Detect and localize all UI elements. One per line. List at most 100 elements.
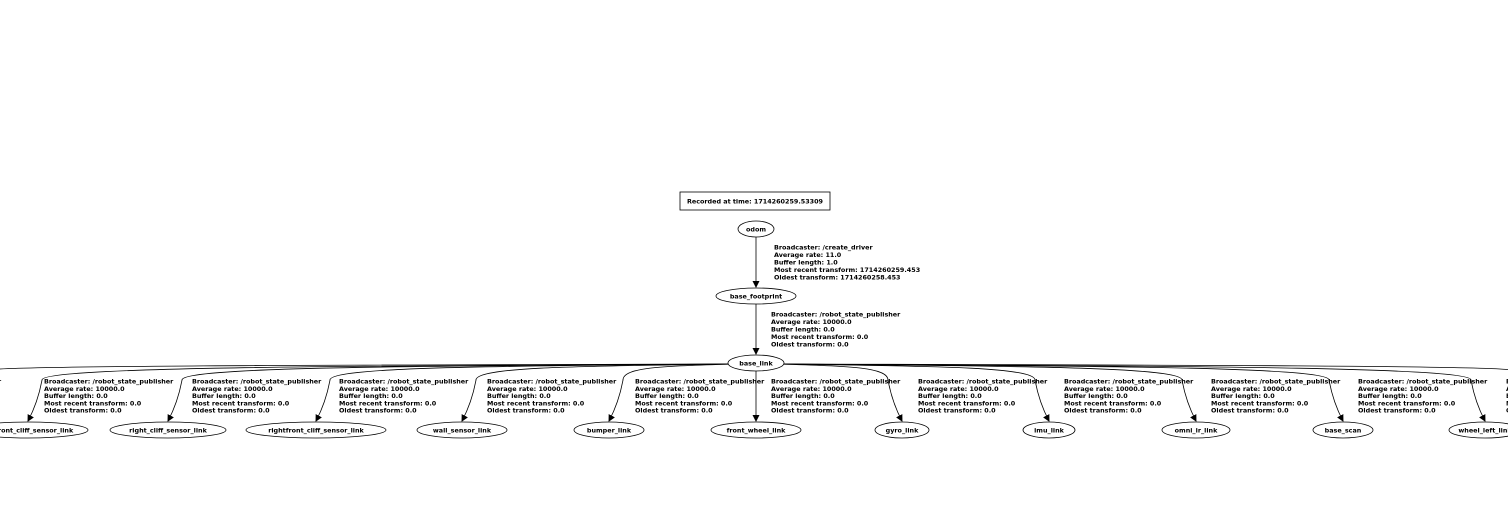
- edge-label-line: Most recent transform: 0.0: [339, 399, 437, 407]
- edge-label-line: Most recent transform: 0.0: [192, 399, 290, 407]
- edge-label-line: Buffer length: 0.0: [635, 392, 699, 400]
- node-right-cliff-sensor-link: [109, 421, 227, 439]
- node-front-wheel-link: [710, 421, 802, 439]
- edge-label-leftfront-cliff-sensor-link: Broadcaster: /robot_state_publisherAvera…: [0, 378, 174, 415]
- edge-label-line: Broadcaster: /robot_state_publisher: [1211, 378, 1341, 386]
- edge-base-link-gyro-link: [775, 363, 903, 422]
- node-bumper-link-label: bumper_link: [587, 426, 632, 434]
- edge-label-line: Average rate: 10000.0: [44, 385, 125, 393]
- edge-label-line: Buffer length: 0.0: [1358, 392, 1422, 400]
- edge-label-line: Broadcaster: /robot_state_publisher: [1064, 378, 1194, 386]
- edge-label-line: Average rate: 10000.0: [1211, 385, 1292, 393]
- node-front-wheel-link-label: front_wheel_link: [727, 426, 787, 434]
- edge-label-line: Most recent transform: 0.0: [918, 399, 1016, 407]
- edge-label-line: Oldest transform: 0.0: [44, 407, 122, 415]
- node-rightfront-cliff-sensor-link: [245, 421, 387, 439]
- edge-label-line: Most recent transform: 0.0: [635, 399, 733, 407]
- edge-odom-line: Oldest transform: 1714260258.453: [774, 274, 900, 282]
- edge-footprint-label: Broadcaster: /robot_state_publisher Aver…: [771, 311, 901, 349]
- recorded-time-box: [679, 191, 831, 211]
- edge-label-line: Oldest transform: 0.0: [487, 407, 565, 415]
- edge-label-line: Most recent transform: 0.0: [1211, 399, 1309, 407]
- edge-odom-label: Broadcaster: /create_driver Average rate…: [774, 244, 920, 282]
- edge-footprint-line: Average rate: 10000.0: [771, 318, 852, 326]
- edge-base-link-wheel-left-link: [775, 363, 1486, 422]
- edge-label-line: Average rate: 10000.0: [1358, 385, 1439, 393]
- edge-label-line: Buffer length: 0.0: [192, 392, 256, 400]
- edge-base-link-right-cliff-sensor-link: [167, 363, 737, 422]
- node-gyro-link-label: gyro_link: [886, 426, 919, 434]
- edge-odom-line: Buffer length: 1.0: [774, 259, 838, 267]
- edge-label-front-wheel-link: Broadcaster: /robot_state_publisherAvera…: [771, 378, 901, 415]
- node-bumper-link: [573, 421, 645, 439]
- edge-label-line: Buffer length: 0.0: [771, 392, 835, 400]
- edge-label-line: Average rate: 10000.0: [1064, 385, 1145, 393]
- edge-label-right-cliff-sensor-link: Broadcaster: /robot_state_publisherAvera…: [192, 378, 322, 415]
- edge-label-line: Oldest transform: 0.0: [771, 407, 849, 415]
- edge-odom-line: Broadcaster: /create_driver: [774, 244, 873, 252]
- edge-label-omni-ir-link: Broadcaster: /robot_state_publisherAvera…: [1211, 378, 1341, 415]
- edge-label-wheel-left-link: Broadcaster: /robot_state_publisherAvera…: [1506, 378, 1508, 415]
- node-wall-sensor-link: [416, 421, 508, 439]
- edge-footprint-line: Broadcaster: /robot_state_publisher: [771, 311, 901, 319]
- edge-label-line: Broadcaster: /robot_state_publisher: [635, 378, 765, 386]
- edge-label-line: Oldest transform: 0.0: [1358, 407, 1436, 415]
- edge-odom-line: Average rate: 11.0: [774, 251, 842, 259]
- node-omni-ir-link-label: omni_ir_link: [1175, 426, 1218, 434]
- edge-label-clipped: r: [0, 378, 2, 386]
- node-base-scan: [1312, 421, 1374, 439]
- edge-label-line: Buffer length: 0.0: [1064, 392, 1128, 400]
- recorded-time-label: Recorded at time: 1714260259.53309: [687, 198, 824, 206]
- node-right-cliff-sensor-link-label: right_cliff_sensor_link: [129, 426, 207, 434]
- edge-odom-line: Most recent transform: 1714260259.453: [774, 266, 920, 274]
- edge-label-line: Broadcaster: /robot_state_publisher: [1506, 378, 1508, 386]
- edge-offscreen-left: [0, 363, 737, 370]
- edge-label-line: Buffer length: 0.0: [1506, 392, 1508, 400]
- edge-label-line: Most recent transform: 0.0: [771, 399, 869, 407]
- edge-label-line: Buffer length: 0.0: [44, 392, 108, 400]
- edge-label-imu-link: Broadcaster: /robot_state_publisherAvera…: [1064, 378, 1194, 415]
- node-base-link-label: base_link: [739, 359, 773, 367]
- edge-label-line: Broadcaster: /robot_state_publisher: [918, 378, 1048, 386]
- edge-label-line: Most recent transform: 0.0: [44, 399, 142, 407]
- edge-label-line: Oldest transform: 0.0: [1211, 407, 1289, 415]
- edge-label-line: Average rate: 10000.0: [1506, 385, 1508, 393]
- edge-label-line: Broadcaster: /robot_state_publisher: [192, 378, 322, 386]
- edge-base-link-rightfront-cliff-sensor-link: [315, 363, 737, 422]
- edge-label-line: Oldest transform: 0.0: [1506, 407, 1508, 415]
- edge-base-link-imu-link: [775, 363, 1050, 422]
- node-imu-link-label: imu_link: [1034, 426, 1065, 434]
- node-base-scan-label: base_scan: [1325, 426, 1362, 434]
- edge-footprint-line: Buffer length: 0.0: [771, 326, 835, 334]
- node-omni-ir-link: [1161, 421, 1231, 439]
- edge-label-rightfront-cliff-sensor-link: Broadcaster: /robot_state_publisherAvera…: [339, 378, 469, 415]
- node-leftfront-cliff-sensor-link-label: leftfront_cliff_sensor_link: [0, 426, 74, 434]
- edge-label-line: Broadcaster: /robot_state_publisher: [487, 378, 617, 386]
- edge-label-line: Buffer length: 0.0: [1211, 392, 1275, 400]
- edge-label-line: Average rate: 10000.0: [771, 385, 852, 393]
- edge-footprint-line: Oldest transform: 0.0: [771, 341, 849, 349]
- node-leftfront-cliff-sensor-link: [0, 421, 89, 439]
- node-base-footprint-label: base_footprint: [730, 292, 782, 300]
- node-rightfront-cliff-sensor-link-label: rightfront_cliff_sensor_link: [268, 426, 364, 434]
- edge-label-line: Oldest transform: 0.0: [918, 407, 996, 415]
- edge-label-line: Broadcaster: /robot_state_publisher: [1358, 378, 1488, 386]
- edge-label-line: Average rate: 10000.0: [487, 385, 568, 393]
- node-gyro-link: [874, 421, 930, 439]
- edge-label-line: Broadcaster: /robot_state_publisher: [339, 378, 469, 386]
- edge-label-line: Buffer length: 0.0: [339, 392, 403, 400]
- child-links-layer: Broadcaster: /robot_state_publisherAvera…: [0, 363, 1508, 439]
- edge-base-link-bumper-link: [608, 363, 737, 422]
- edge-footprint-line: Most recent transform: 0.0: [771, 333, 869, 341]
- edge-label-line: Broadcaster: /robot_state_publisher: [44, 378, 174, 386]
- edge-label-wall-sensor-link: Broadcaster: /robot_state_publisherAvera…: [487, 378, 617, 415]
- edge-label-line: Most recent transform: 0.0: [1506, 399, 1508, 407]
- edge-label-line: Buffer length: 0.0: [487, 392, 551, 400]
- node-wheel-left-link-label: wheel_left_link: [1458, 426, 1508, 434]
- edge-label-line: Most recent transform: 0.0: [487, 399, 585, 407]
- node-wall-sensor-link-label: wall_sensor_link: [433, 426, 492, 434]
- edge-label-line: Buffer length: 0.0: [918, 392, 982, 400]
- node-odom-label: odom: [746, 225, 766, 233]
